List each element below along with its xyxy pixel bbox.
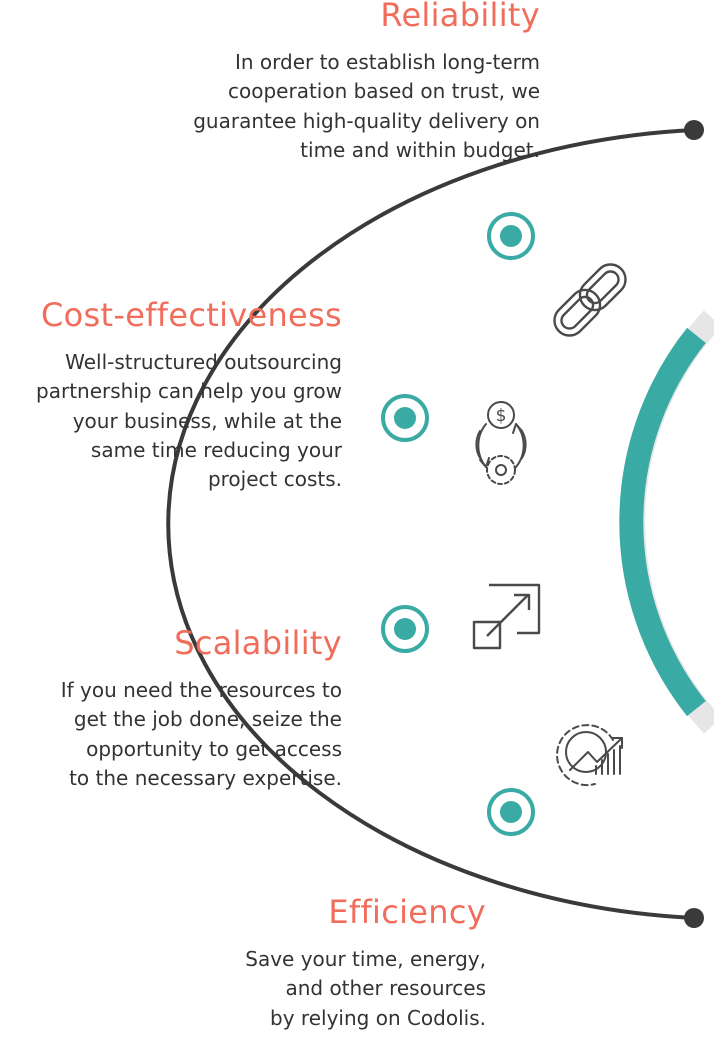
- section-description: Save your time, energy, and other resour…: [245, 945, 486, 1033]
- main-arc: [166, 128, 695, 920]
- section-efficiency: Efficiency Save your time, energy, and o…: [245, 893, 486, 1033]
- svg-text:$: $: [496, 406, 507, 426]
- description-line: to the necessary expertise.: [69, 765, 342, 790]
- description-line: your business, while at the: [72, 408, 342, 433]
- description-line: get the job done, seize the: [73, 707, 342, 732]
- description-line: cooperation based on trust, we: [228, 79, 540, 104]
- node-cost-effectiveness: [381, 394, 429, 442]
- description-line: partnership can help you grow: [36, 379, 342, 404]
- description-line: time and within budget.: [300, 137, 540, 162]
- section-scalability: Scalability If you need the resources to…: [61, 624, 342, 793]
- expand-arrow-icon: [472, 583, 541, 650]
- description-line: by relying on Codolis.: [270, 1005, 486, 1030]
- arc-end-dot-bottom: [684, 908, 704, 928]
- section-title: Reliability: [380, 0, 540, 34]
- description-line: In order to establish long-term: [234, 50, 540, 74]
- section-title: Scalability: [174, 624, 342, 662]
- description-line: Well-structured outsourcing: [65, 350, 342, 374]
- section-description: Well-structured outsourcing partnership …: [36, 348, 342, 494]
- section-title: Cost-effectiveness: [41, 296, 342, 334]
- description-line: same time reducing your: [90, 437, 342, 462]
- node-reliability: [487, 212, 535, 260]
- section-description: If you need the resources to get the job…: [61, 676, 342, 793]
- inner-band-teal: [619, 327, 706, 717]
- node-scalability: [381, 605, 429, 653]
- description-line: and other resources: [285, 976, 486, 1001]
- description-line: Save your time, energy,: [245, 947, 486, 971]
- dollar-gear-cycle-icon: $: [475, 401, 527, 485]
- section-description: In order to establish long-term cooperat…: [193, 48, 540, 165]
- arc-end-dot-top: [684, 120, 704, 140]
- description-line: guarantee high-quality delivery on: [193, 108, 540, 133]
- description-line: opportunity to get access: [86, 736, 342, 761]
- description-line: If you need the resources to: [60, 678, 342, 702]
- section-title: Efficiency: [328, 893, 486, 931]
- description-line: project costs.: [207, 467, 342, 492]
- section-reliability: Reliability In order to establish long-t…: [193, 0, 540, 165]
- section-cost-effectiveness: Cost-effectiveness Well-structured outso…: [36, 296, 342, 494]
- chain-link-icon: [553, 263, 627, 337]
- node-efficiency: [487, 788, 535, 836]
- gear-chart-icon: [556, 724, 623, 787]
